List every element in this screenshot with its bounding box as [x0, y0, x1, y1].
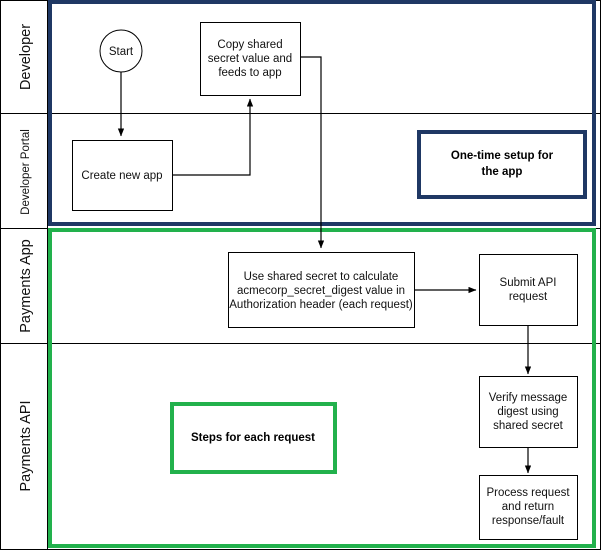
legend-one-time-setup-box — [417, 130, 587, 199]
node-process-request[interactable]: Process request and return response/faul… — [479, 475, 578, 540]
node-use-shared-secret[interactable]: Use shared secret to calculate acmecorp_… — [228, 252, 415, 328]
legend-one-time-setup-line-2: the app — [482, 166, 523, 178]
process-request-line-1: Process request — [486, 487, 570, 499]
node-start[interactable]: Start — [99, 29, 143, 73]
create-new-app-box-shape — [72, 140, 173, 211]
node-copy-shared-secret[interactable]: Copy shared secret value and feeds to ap… — [200, 22, 301, 96]
node-submit-api-request[interactable]: Submit API request — [479, 254, 578, 326]
start-label: Start — [109, 46, 134, 58]
connectors — [117, 56, 532, 474]
copy-shared-secret-line-1: Copy shared — [217, 39, 282, 51]
submit-api-request-line-1: Submit API — [500, 277, 557, 289]
process-request-line-3: response/fault — [492, 515, 565, 527]
use-shared-secret-line-1: Use shared secret to calculate — [244, 271, 399, 283]
legend-steps-for-each-request-box — [170, 402, 337, 474]
verify-message-digest-line-1: Verify message — [489, 392, 568, 404]
edge-create-new-app-to-copy-shared-secret — [172, 98, 254, 176]
node-verify-message-digest[interactable]: Verify message digest using shared secre… — [479, 376, 578, 448]
legend-steps-for-each-request-line-1: Steps for each request — [191, 432, 315, 444]
verify-message-digest-line-3: shared secret — [493, 420, 563, 432]
lane-label-developer: Developer — [18, 24, 34, 90]
copy-shared-secret-box-shape — [200, 22, 301, 96]
lane-label-developer-portal: Developer Portal — [20, 129, 32, 215]
use-shared-secret-line-3: Authorization header (each request) — [229, 299, 413, 311]
verify-message-digest-box-shape — [479, 376, 578, 448]
lane-labels: Developer Developer Portal Payments App … — [18, 24, 34, 492]
lane-label-payments-app: Payments App — [18, 239, 34, 333]
group-outline-one-time-setup — [48, 0, 596, 226]
create-new-app-label: Create new app — [81, 170, 162, 182]
group-outline-per-request — [48, 228, 596, 548]
legend-one-time-setup-line-1: One-time setup for — [451, 150, 554, 162]
verify-message-digest-line-2: digest using — [497, 406, 558, 418]
legend-steps-for-each-request: Steps for each request — [170, 402, 337, 474]
use-shared-secret-line-2: acmecorp_secret_digest value in — [237, 285, 405, 297]
submit-api-request-box-shape — [479, 254, 578, 326]
legend-one-time-setup: One-time setup for the app — [417, 130, 587, 199]
edge-copy-shared-secret-to-use-shared-secret — [300, 56, 325, 249]
use-shared-secret-box-shape — [228, 252, 415, 328]
copy-shared-secret-line-2: secret value and — [208, 53, 292, 65]
copy-shared-secret-line-3: feeds to app — [218, 67, 281, 79]
lane-label-payments-api: Payments API — [18, 400, 34, 491]
submit-api-request-line-2: request — [509, 291, 548, 303]
process-request-line-2: and return — [502, 501, 554, 513]
process-request-box-shape — [479, 475, 578, 540]
node-create-new-app[interactable]: Create new app — [72, 140, 173, 211]
start-circle-shape — [99, 29, 143, 73]
